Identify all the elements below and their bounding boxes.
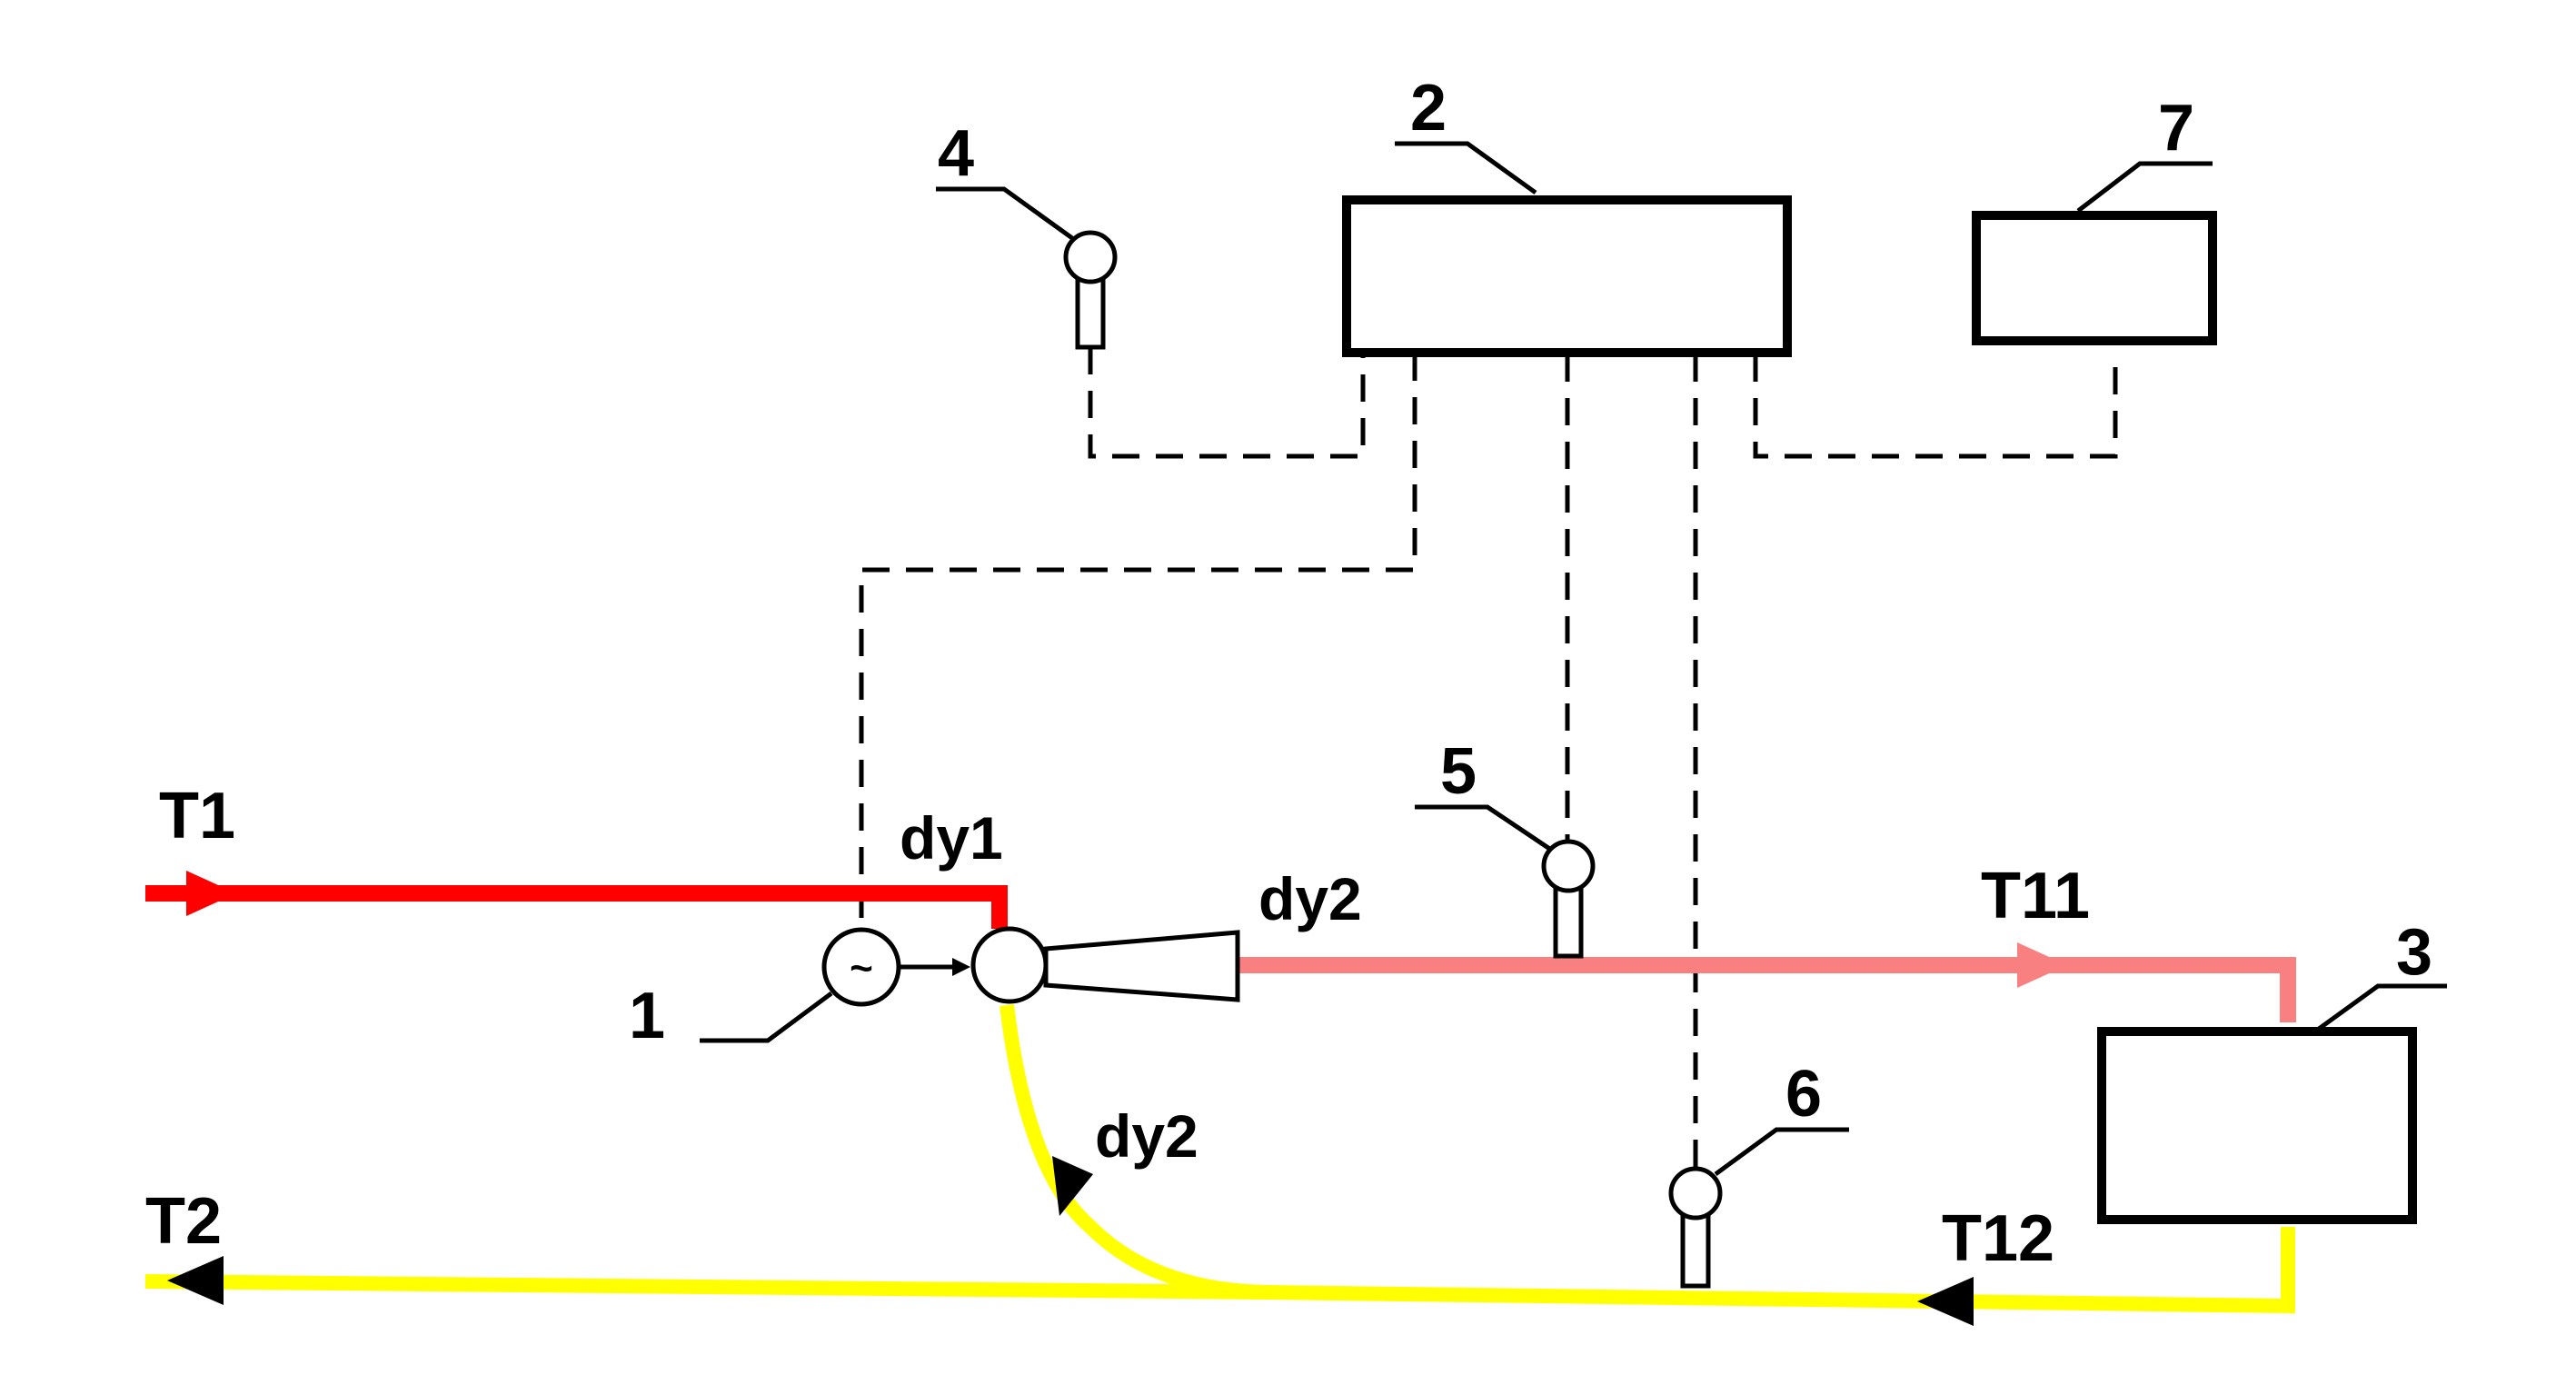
label-t11: T11 — [1981, 860, 2090, 932]
signal-line-pump-1 — [859, 354, 1417, 918]
pipelines — [144, 885, 2296, 1314]
sensor-6-head — [1668, 1166, 1723, 1221]
arrow-t11 — [2017, 942, 2067, 988]
arrow-t12 — [1917, 1277, 1974, 1326]
label-dy1: dy1 — [900, 804, 1003, 872]
arrow-t2 — [167, 1256, 224, 1305]
pump-tilde: ~ — [850, 946, 873, 991]
label-t1: T1 — [159, 780, 235, 852]
pump-circle — [821, 927, 901, 1007]
bypass-pipe-dy2 — [1000, 1004, 1268, 1300]
label-4: 4 — [938, 117, 974, 190]
mixed-pipe-t11 — [1238, 957, 2296, 1022]
block-7 — [1972, 211, 2217, 345]
sensor-4-stem — [1075, 272, 1106, 350]
label-6: 6 — [1785, 1058, 1822, 1131]
pump-arrow-head — [952, 958, 970, 976]
leader-7 — [2076, 161, 2213, 213]
supply-pipe-t1 — [145, 885, 1008, 929]
leader-4 — [936, 186, 1074, 241]
signal-line-sensor-4 — [1088, 347, 1366, 459]
label-3: 3 — [2396, 916, 2432, 989]
consumer-block-3 — [2097, 1027, 2417, 1224]
leader-2 — [1395, 141, 1537, 195]
sensor-5-stem — [1553, 883, 1584, 959]
label-5: 5 — [1440, 735, 1477, 808]
label-t12: T12 — [1942, 1202, 2054, 1275]
sensor-6-stem — [1680, 1212, 1711, 1289]
sensor-5-head — [1541, 839, 1596, 893]
pump-1: ~ — [821, 927, 970, 1007]
label-t2: T2 — [145, 1185, 222, 1258]
label-1: 1 — [629, 980, 665, 1052]
controller-block-2 — [1342, 195, 1792, 357]
label-7: 7 — [2158, 92, 2194, 164]
sensor-4-head — [1063, 230, 1118, 284]
leader-6 — [1714, 1127, 1849, 1177]
leader-1 — [700, 991, 833, 1043]
label-dy2-top: dy2 — [1258, 865, 1362, 932]
sensor-4 — [1063, 230, 1118, 350]
flow-arrows — [167, 871, 2067, 1326]
return-pipe-t2 — [144, 1227, 2295, 1314]
label-dy2-bottom: dy2 — [1095, 1102, 1198, 1170]
leader-lines — [700, 141, 2447, 1177]
signal-line-block-7 — [1753, 354, 2118, 459]
label-2: 2 — [1410, 72, 1447, 144]
leader-3 — [2317, 983, 2447, 1031]
ejector-nozzle — [970, 926, 1049, 1004]
signal-lines — [859, 347, 2118, 1168]
sensor-5 — [1541, 839, 1596, 959]
ejector-cone — [1043, 930, 1240, 1002]
sensor-6 — [1668, 1166, 1723, 1289]
arrow-dy2 — [1052, 1156, 1093, 1216]
leader-5 — [1415, 804, 1553, 852]
ejector — [970, 926, 1240, 1004]
arrow-t1 — [186, 871, 236, 916]
